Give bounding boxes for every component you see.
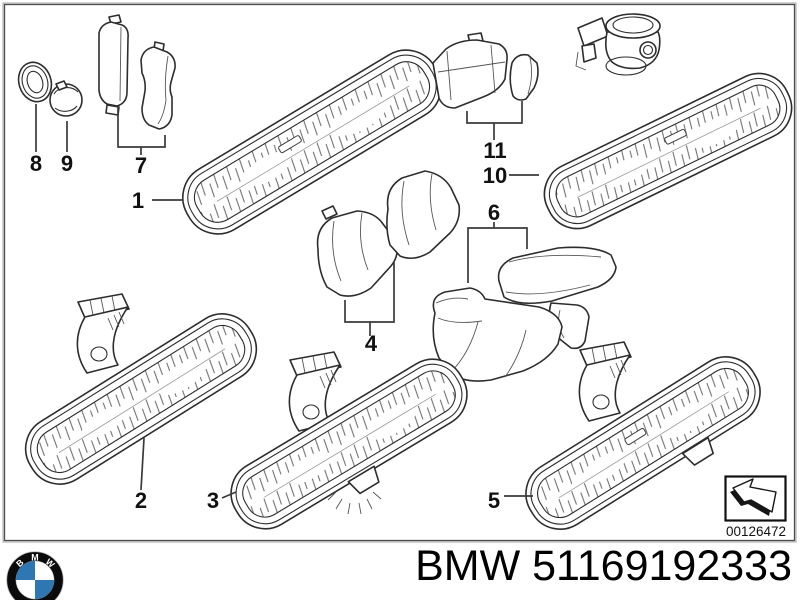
mirror-1-drawing xyxy=(182,49,442,235)
leader-lines xyxy=(35,101,539,499)
part-9-knob-drawing xyxy=(49,80,83,117)
part-labels: 1 2 3 4 5 6 7 8 9 10 11 xyxy=(30,138,507,513)
mirror-2-drawing xyxy=(24,313,258,485)
part-label-1: 1 xyxy=(132,188,144,213)
part-4-covers-drawing xyxy=(316,170,461,297)
leader-4 xyxy=(344,262,395,336)
leader-6 xyxy=(467,222,528,283)
part-label-9: 9 xyxy=(61,151,73,176)
part-label-6: 6 xyxy=(488,200,500,225)
block-arrow-up-left-icon xyxy=(730,478,777,516)
part-label-5: 5 xyxy=(488,488,500,513)
part-label-10: 10 xyxy=(483,163,507,188)
brand-text: BMW xyxy=(415,542,521,590)
leader-3 xyxy=(221,491,237,499)
roundel-quadrant-bottom-right xyxy=(35,580,55,600)
rain-sensor-drawing xyxy=(575,13,661,76)
part-label-2: 2 xyxy=(135,488,147,513)
part-number-text: 51169192333 xyxy=(532,542,792,590)
part-label-11: 11 xyxy=(483,138,506,163)
roundel-quadrant-top-left xyxy=(15,560,35,580)
mirror-5-drawing xyxy=(525,356,761,530)
part-label-8: 8 xyxy=(30,151,42,176)
part-8-grommet-drawing xyxy=(17,61,53,103)
leader-7 xyxy=(117,107,166,155)
part-label-7: 7 xyxy=(135,153,147,178)
mirror-10-drawing xyxy=(543,72,793,230)
roundel-letter-m: M xyxy=(31,552,38,562)
part-number-line: BMW 51169192333 xyxy=(415,545,792,588)
leader-11 xyxy=(466,101,523,140)
part-6-housing-drawing xyxy=(432,246,617,382)
image-number-stamp: 00126472 xyxy=(724,475,787,539)
mirror-3-drawing xyxy=(230,358,468,530)
part-label-3: 3 xyxy=(207,488,219,513)
part-7-covers-drawing xyxy=(98,14,176,130)
part-label-4: 4 xyxy=(365,331,378,356)
mirror-3-contact-fan xyxy=(327,491,382,515)
roundel-letter-b: B xyxy=(14,557,25,569)
part-11-bracket-drawing xyxy=(432,32,539,109)
bmw-logo: B M W xyxy=(6,551,64,600)
leader-2 xyxy=(140,437,145,491)
image-number: 00126472 xyxy=(726,524,786,539)
